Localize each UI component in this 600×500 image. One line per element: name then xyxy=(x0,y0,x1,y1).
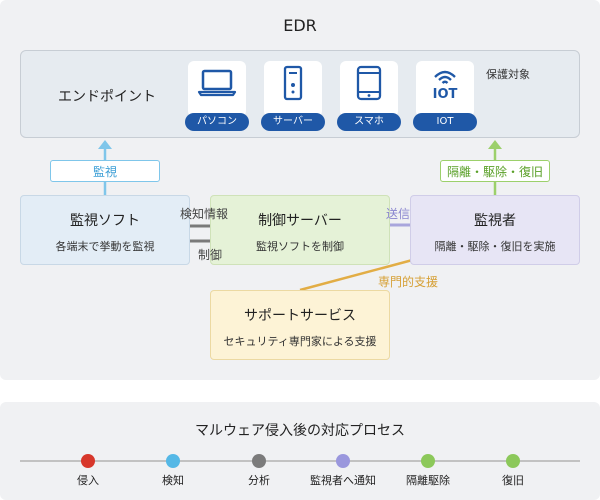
step-dot-isolate xyxy=(421,454,435,468)
iot-icon: IOT xyxy=(416,61,474,105)
detect-info-label: 検知情報 xyxy=(180,207,229,221)
endpoint-label: エンドポイント xyxy=(58,89,156,105)
monitor-tag: 監視 xyxy=(50,160,160,182)
server-icon xyxy=(264,61,322,105)
process-panel xyxy=(0,402,600,500)
step-dot-intrusion xyxy=(81,454,95,468)
monitor-person-box: 監視者 隔離・駆除・復旧を実施 xyxy=(410,195,580,265)
support-service-box: サポートサービス セキュリティ専門家による支援 xyxy=(210,290,390,360)
step-dot-detect xyxy=(166,454,180,468)
device-smartphone: スマホ xyxy=(337,61,401,131)
control-server-title: 制御サーバー xyxy=(258,213,342,229)
process-timeline xyxy=(20,460,580,462)
device-label-server: サーバー xyxy=(261,113,325,131)
monitor-person-title: 監視者 xyxy=(474,213,516,229)
step-label-intrusion: 侵入 xyxy=(77,474,99,487)
step-label-notify: 監視者へ通知 xyxy=(310,474,376,487)
step-dot-analysis xyxy=(252,454,266,468)
monitor-person-desc: 隔離・駆除・復旧を実施 xyxy=(434,240,556,253)
control-label: 制御 xyxy=(198,248,223,262)
send-label: 送信 xyxy=(386,207,411,221)
device-iot: IOT IOT xyxy=(413,61,477,131)
step-label-isolate: 隔離駆除 xyxy=(406,474,450,487)
step-dot-notify xyxy=(336,454,350,468)
smartphone-icon xyxy=(340,61,398,105)
step-label-detect: 検知 xyxy=(162,474,184,487)
step-label-analysis: 分析 xyxy=(248,474,270,487)
control-server-box: 制御サーバー 監視ソフトを制御 xyxy=(210,195,390,265)
step-label-restore: 復旧 xyxy=(502,474,524,487)
process-title: マルウェア侵入後の対応プロセス xyxy=(195,423,405,439)
device-label-iot: IOT xyxy=(413,113,477,131)
edr-title: EDR xyxy=(283,16,317,35)
monitoring-software-desc: 各端末で挙動を監視 xyxy=(55,240,155,253)
expert-support-label: 専門的支援 xyxy=(378,275,439,289)
device-server: サーバー xyxy=(261,61,325,131)
support-service-desc: セキュリティ専門家による支援 xyxy=(223,335,377,348)
device-label-pc: パソコン xyxy=(185,113,249,131)
device-label-smartphone: スマホ xyxy=(337,113,401,131)
laptop-icon xyxy=(188,61,246,105)
support-service-title: サポートサービス xyxy=(244,308,356,324)
control-server-desc: 監視ソフトを制御 xyxy=(256,240,344,253)
isolate-remove-restore-tag: 隔離・駆除・復旧 xyxy=(440,160,550,182)
monitoring-software-box: 監視ソフト 各端末で挙動を監視 xyxy=(20,195,190,265)
step-dot-restore xyxy=(506,454,520,468)
device-pc: パソコン xyxy=(185,61,249,131)
monitoring-software-title: 監視ソフト xyxy=(70,213,140,229)
endpoint-protected-note: 保護対象 xyxy=(486,68,530,81)
svg-text:IOT: IOT xyxy=(433,87,458,101)
